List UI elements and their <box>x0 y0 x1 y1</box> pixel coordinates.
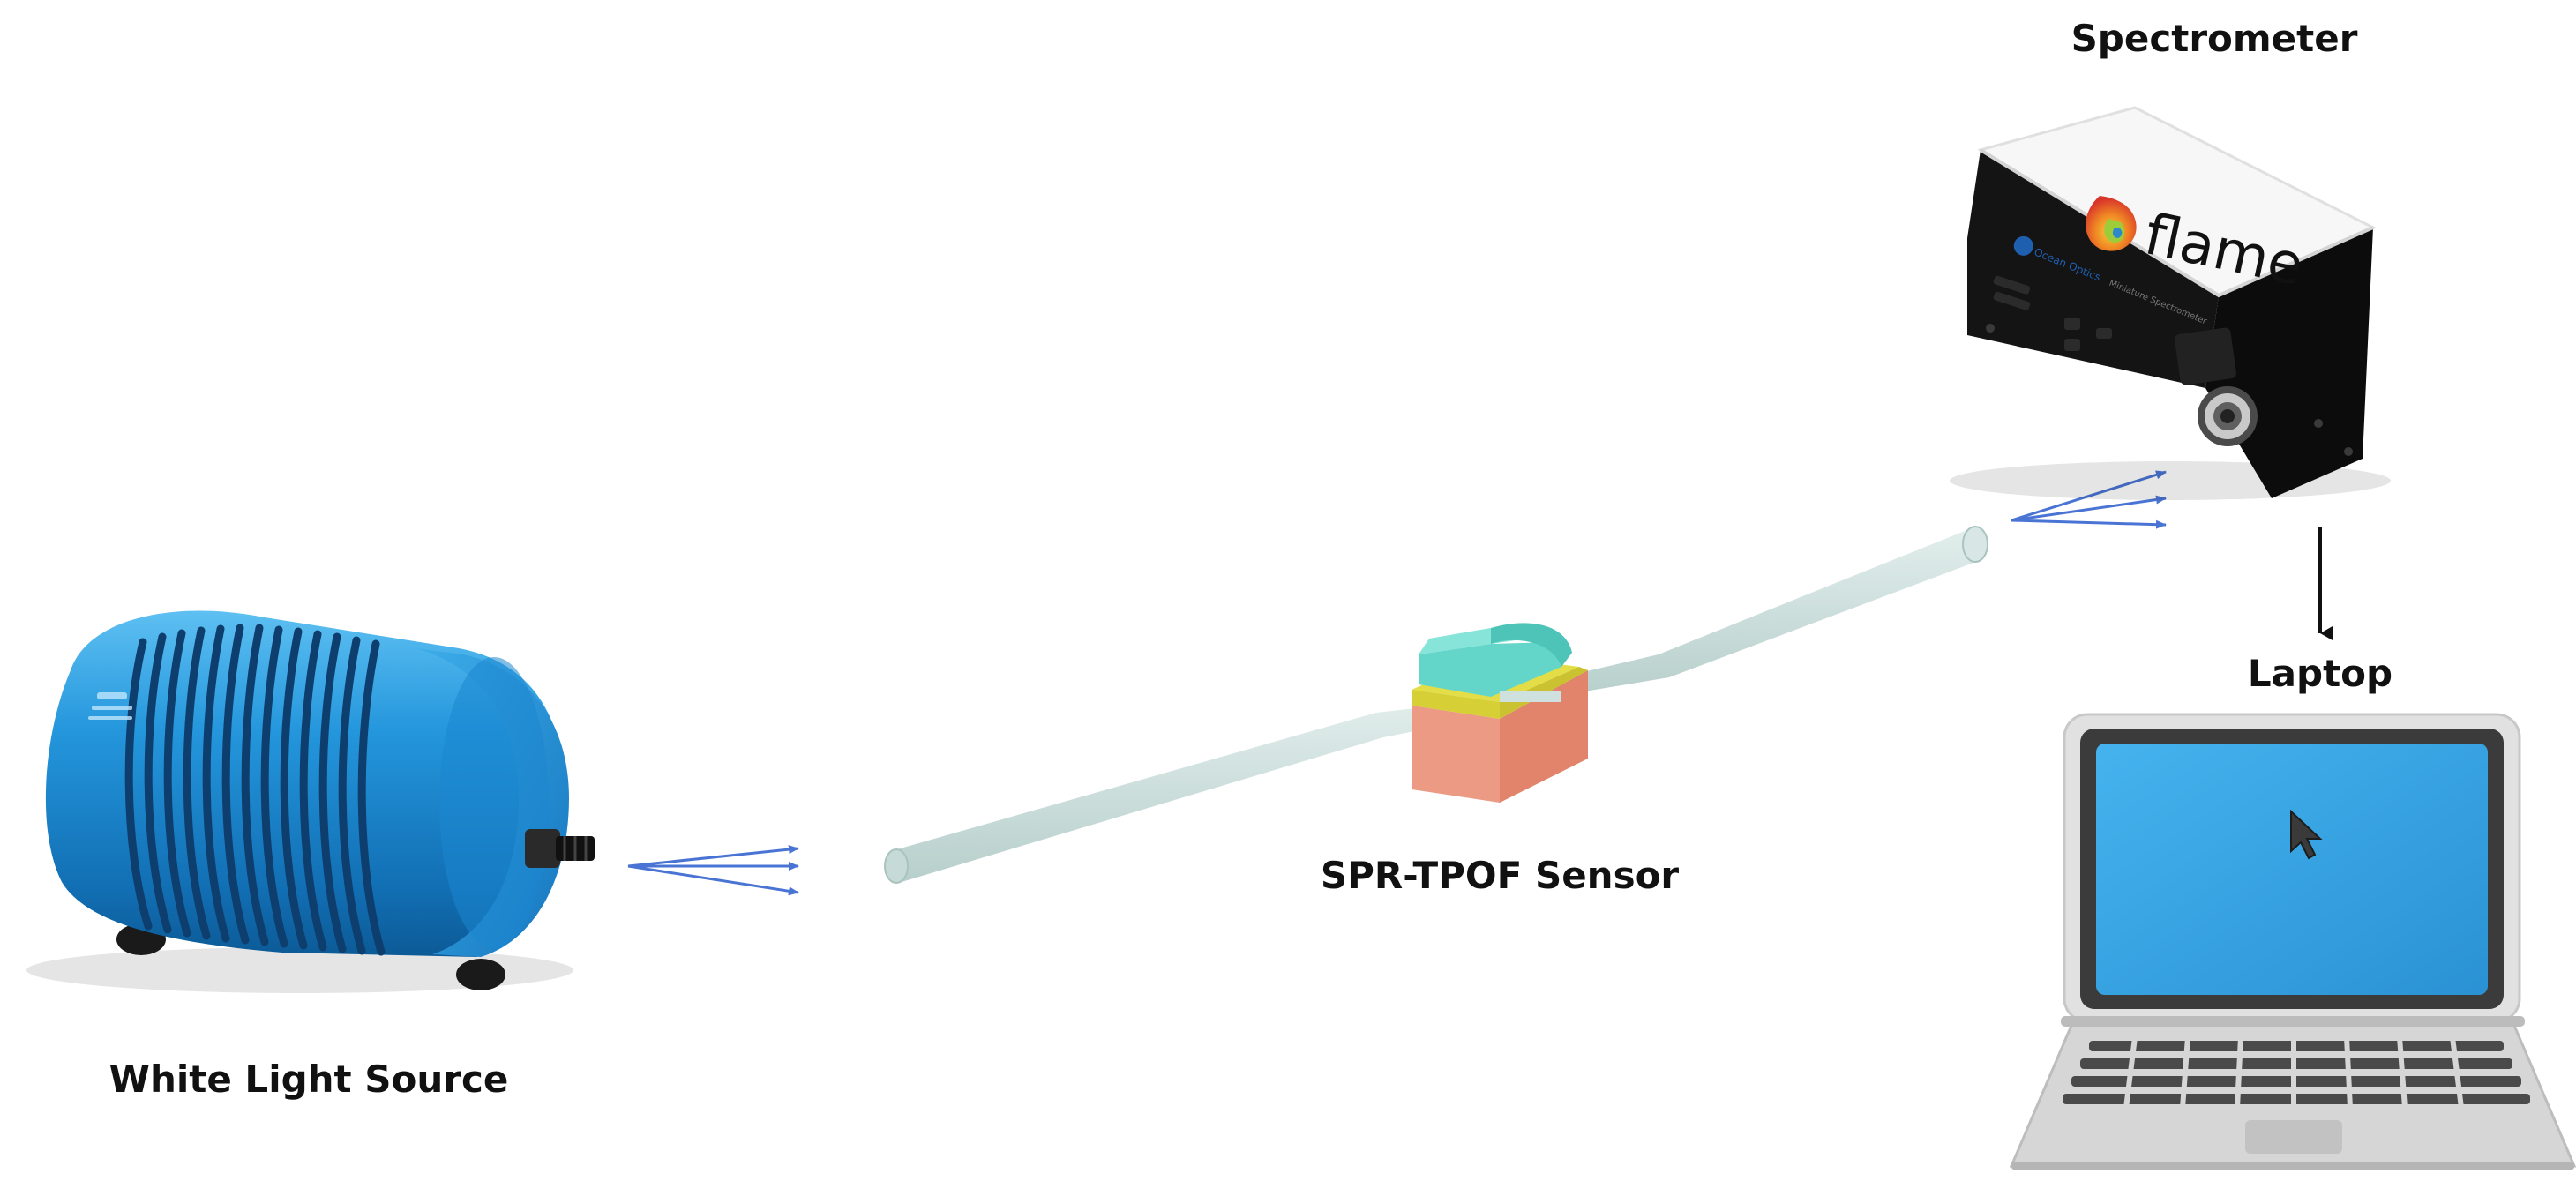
side-screw <box>2314 419 2323 428</box>
beam-arrow <box>2011 470 2167 522</box>
sensor-sample-cap <box>1491 623 1572 667</box>
ocean-optics-icon <box>2013 235 2033 256</box>
sensor-base-front <box>1412 706 1500 803</box>
beam-arrows-spectrometer <box>2011 470 2167 529</box>
laptop-front-edge <box>2011 1162 2574 1170</box>
label-light-source: White Light Source <box>109 1058 509 1101</box>
light-source-foot <box>456 959 505 990</box>
beam-arrow <box>2011 519 2167 529</box>
laptop-screen <box>2096 744 2488 995</box>
label-spectrometer: Spectrometer <box>2071 17 2358 60</box>
spectrometer-device: flame Ocean Optics Miniature Spectromete… <box>1950 106 2391 500</box>
sma-port-icon <box>2175 327 2258 446</box>
cursor-icon <box>2290 809 2323 860</box>
laptop-hinge <box>2061 1016 2525 1027</box>
front-panel-details <box>1986 275 2112 351</box>
keyboard-key-gaps <box>2123 1036 2464 1109</box>
fiber-left-end <box>884 848 909 884</box>
white-light-source <box>26 610 595 993</box>
beam-arrow <box>627 845 799 868</box>
sensor-coating-edge <box>1412 690 1500 719</box>
fiber-left-segment <box>891 697 1517 882</box>
cooling-fins <box>124 624 386 956</box>
flame-logo-icon <box>2086 196 2137 251</box>
light-source-shadow <box>26 947 573 993</box>
laptop <box>2009 713 2576 1170</box>
label-laptop: Laptop <box>2248 652 2393 695</box>
spr-tpof-sensor <box>1412 623 1588 803</box>
fiber-right-end <box>1962 526 1988 563</box>
beam-arrow <box>2011 495 2167 522</box>
sensor-sample <box>1419 642 1561 697</box>
label-sensor: SPR-TPOF Sensor <box>1321 854 1680 897</box>
fiber-waist <box>1500 691 1561 702</box>
fiber-connector <box>525 829 595 868</box>
spectrometer-edge <box>1979 148 2374 298</box>
sensor-base-side <box>1500 670 1588 803</box>
fiber-right-segment <box>1553 529 1981 697</box>
light-source-end-face <box>439 657 549 948</box>
beam-arrows-source <box>627 845 799 896</box>
spectrometer-front <box>1967 150 2219 388</box>
tapered-fiber <box>884 526 1988 884</box>
light-source-logo <box>88 692 132 720</box>
side-screw <box>2344 447 2353 456</box>
touchpad <box>2245 1120 2342 1154</box>
beam-arrow <box>627 864 799 896</box>
